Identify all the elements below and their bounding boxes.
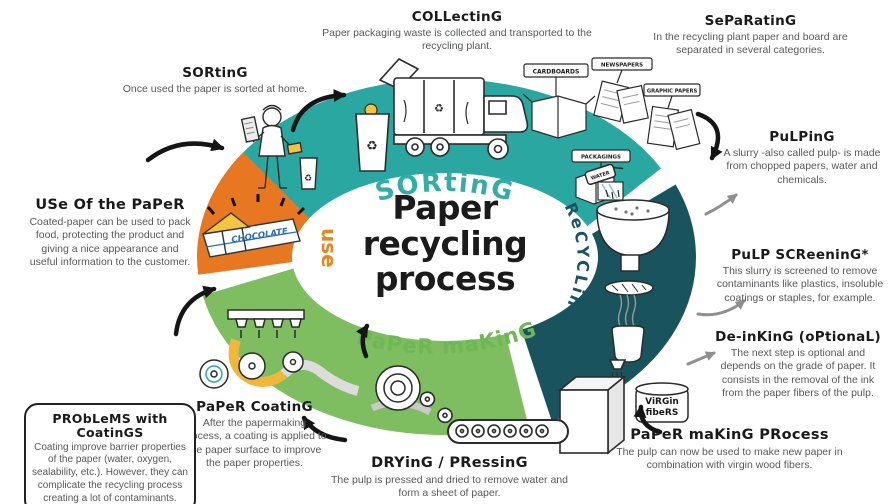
cardboards-pile-illustration: CARDBOARDS bbox=[522, 63, 596, 139]
flow-arrows bbox=[145, 89, 723, 443]
drying-pressing-machine-illustration bbox=[370, 359, 627, 455]
recycling-bin-illustration: ♻ bbox=[355, 103, 390, 172]
ring-label-use: use bbox=[317, 228, 341, 268]
annotation-paper-coating-heading: PaPeR CoatinG bbox=[196, 399, 313, 415]
annotation-collecting-body: Paper packaging waste is collected and t… bbox=[322, 26, 592, 53]
annotation-use-of-the-paper-heading: USe Of the PaPeR bbox=[35, 197, 185, 213]
arrow-to-coating bbox=[301, 415, 348, 443]
packagings-sign-label: PACKAGINGS bbox=[581, 155, 621, 161]
annotation-use-of-the-paper: USe Of the PaPeR Coated-paper can be use… bbox=[26, 197, 194, 270]
chocolate-bar-illustration: CHOCOLATE bbox=[202, 194, 306, 258]
annotation-separating-body: In the recycling plant paper and board a… bbox=[653, 30, 848, 57]
annotation-use-of-the-paper-body: Coated-paper can be used to pack food, p… bbox=[29, 215, 191, 269]
arrow-sorting-to-collecting bbox=[290, 89, 347, 133]
annotation-paper-making-process-body: The pulp can now be used to make new pap… bbox=[616, 445, 843, 472]
newspapers-pile-illustration: NEWSPAPERS bbox=[591, 57, 653, 124]
annotation-paper-coating: PaPeR CoatinG After the papermaking proc… bbox=[182, 400, 327, 471]
annotation-paper-coating-body: After the papermaking process, a coating… bbox=[182, 416, 327, 470]
annotation-sorting-heading: SORtinG bbox=[182, 65, 248, 81]
cardboards-sign-label: CARDBOARDS bbox=[533, 69, 580, 76]
annotation-paper-making-process-heading: PaPeR maKinG PRocess bbox=[630, 427, 829, 443]
pointer-pulping bbox=[704, 193, 738, 216]
annotation-separating: SePaRatinG In the recycling plant paper … bbox=[648, 14, 853, 58]
arrow-drying-up bbox=[356, 323, 370, 359]
annotation-collecting: COLLectinG Paper packaging waste is coll… bbox=[322, 10, 592, 54]
graphic-papers-sign-label: GRAPHIC PAPERS bbox=[647, 89, 698, 95]
annotation-drying-pressing-heading: DRYinG / PRessinG bbox=[371, 455, 528, 471]
paper-coating-illustration bbox=[199, 309, 421, 411]
annotation-pulp-screening-heading: PuLP SCReeninG* bbox=[731, 247, 869, 263]
center-hole bbox=[292, 173, 598, 341]
annotation-problems-heading: PRObLeMS with CoatinGS bbox=[52, 411, 168, 440]
annotation-pulping-heading: PuLPinG bbox=[769, 129, 835, 145]
annotation-pulping-body: A slurry -also called pulp- is made from… bbox=[723, 146, 881, 186]
annotation-problems-body: Coating improve barrier properties of th… bbox=[32, 441, 188, 504]
pointer-pulp-screening bbox=[696, 299, 746, 317]
annotation-pulp-screening: PuLP SCReeninG* This slurry is screened … bbox=[716, 248, 884, 305]
annotation-problems-with-coatings: PRObLeMS with CoatinGS Coating improve b… bbox=[24, 403, 196, 504]
annotation-drying-pressing-body: The pulp is pressed and dried to remove … bbox=[331, 473, 568, 500]
annotation-separating-heading: SePaRatinG bbox=[704, 13, 797, 29]
annotation-sorting-body: Once used the paper is sorted at home. bbox=[122, 82, 308, 95]
annotation-collecting-heading: COLLectinG bbox=[411, 9, 503, 25]
pulp-screening-illustration bbox=[604, 254, 654, 363]
arrow-use-to-sorting bbox=[145, 138, 225, 163]
virgin-fibers-label-2: fibeRS bbox=[646, 408, 679, 418]
virgin-fibers-label: ViRGin bbox=[645, 397, 679, 407]
annotation-de-inking-heading: De-inKinG (oPtionaL) bbox=[715, 329, 881, 345]
arrow-into-use-segment bbox=[173, 285, 217, 337]
arrow-to-machine bbox=[633, 404, 663, 435]
annotation-de-inking: De-inKinG (oPtionaL) The next step is op… bbox=[712, 330, 884, 401]
annotation-de-inking-body: The next step is optional and depends on… bbox=[720, 346, 876, 400]
water-label: WATER bbox=[590, 170, 610, 182]
annotation-pulping: PuLPinG A slurry -also called pulp- is m… bbox=[722, 130, 882, 187]
annotation-drying-pressing: DRYinG / PRessinG The pulp is pressed an… bbox=[322, 455, 577, 501]
pointer-de-inking bbox=[686, 351, 716, 366]
person-sorting-illustration: ♻ bbox=[240, 104, 318, 190]
svg-text:♻: ♻ bbox=[304, 174, 312, 184]
annotation-paper-making-process: PaPeR maKinG PRocess The pulp can now be… bbox=[612, 427, 847, 473]
pulping-tub-illustration: WATER bbox=[584, 163, 670, 257]
arrow-separating-to-pulping bbox=[695, 111, 723, 161]
annotation-pulp-screening-body: This slurry is screened to remove contam… bbox=[716, 264, 884, 304]
pointer-arrows bbox=[686, 193, 746, 366]
graphic-papers-pile-illustration: GRAPHIC PAPERS bbox=[643, 83, 701, 151]
diagram-title: Paper recycling process bbox=[362, 188, 528, 299]
newspapers-sign-label: NEWSPAPERS bbox=[601, 63, 643, 69]
svg-text:♻: ♻ bbox=[434, 102, 444, 115]
annotation-sorting: SORtinG Once used the paper is sorted at… bbox=[120, 66, 310, 96]
svg-text:♻: ♻ bbox=[366, 139, 378, 154]
garbage-truck-illustration: ♻ bbox=[378, 58, 529, 160]
